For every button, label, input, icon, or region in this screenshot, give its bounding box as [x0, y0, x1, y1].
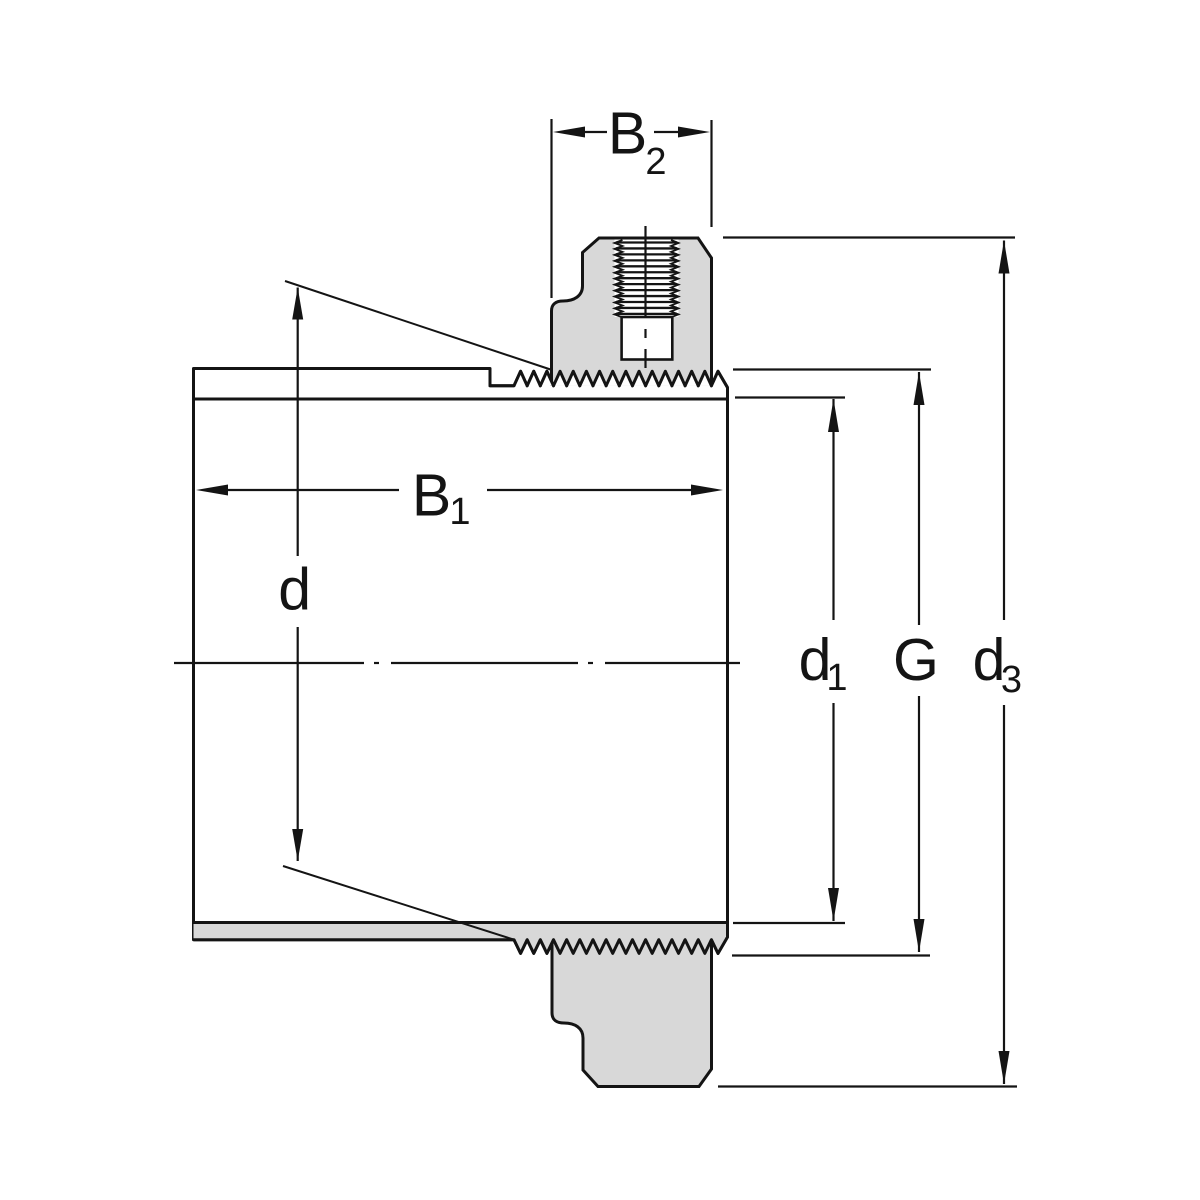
- svg-text:1: 1: [826, 657, 847, 699]
- svg-text:d: d: [278, 557, 311, 623]
- svg-text:d: d: [799, 627, 832, 693]
- svg-text:B: B: [412, 463, 451, 529]
- svg-text:B: B: [608, 101, 647, 167]
- svg-text:1: 1: [449, 491, 470, 533]
- svg-text:3: 3: [1001, 659, 1022, 701]
- svg-text:d: d: [973, 627, 1006, 693]
- svg-text:G: G: [893, 627, 939, 693]
- svg-text:2: 2: [645, 141, 666, 183]
